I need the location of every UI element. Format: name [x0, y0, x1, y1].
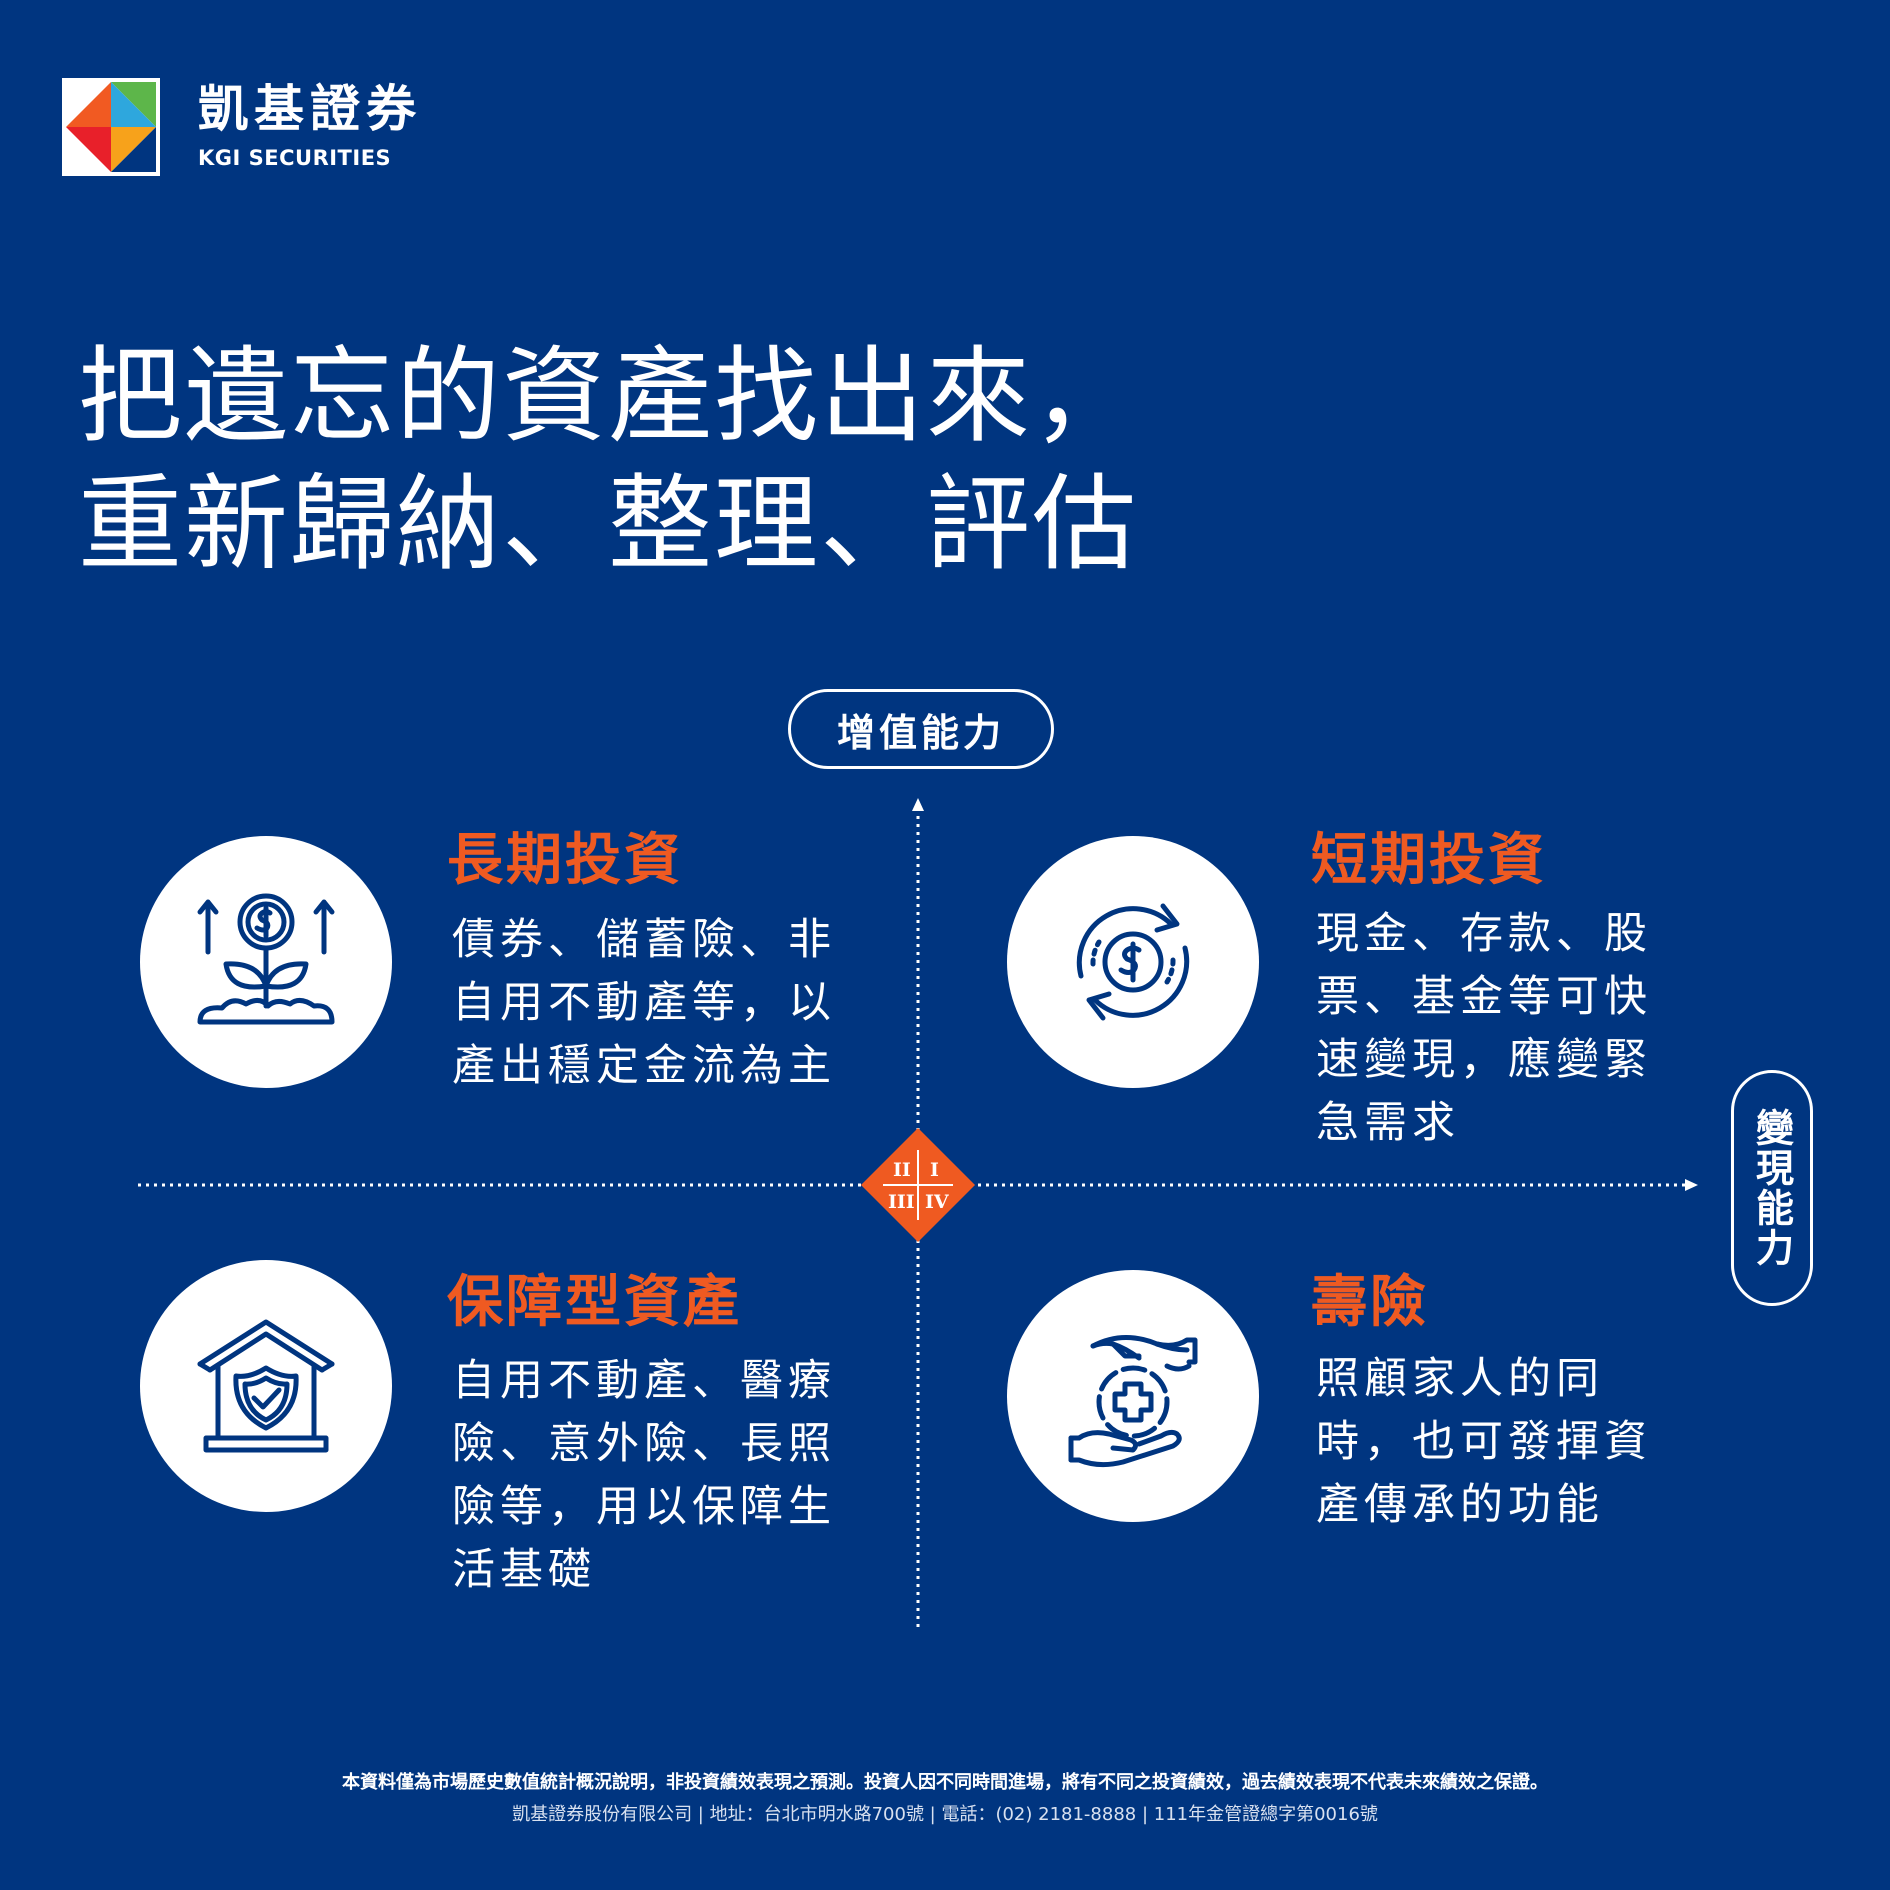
headline-line-1: 把遺忘的資產找出來，: [78, 335, 1139, 457]
quadrant-3-description: 自用不動產、醫療 險、意外險、長照 險等，用以保障生 活基礎: [452, 1356, 836, 1595]
quadrant-3-title: 保障型資產: [447, 1270, 742, 1335]
brand-name-cn: 凱基證券: [198, 80, 422, 138]
footer-disclaimer: 本資料僅為市場歷史數值統計概況說明，非投資績效表現之預測。投資人因不同時間進場，…: [342, 1772, 1548, 1793]
quadrant-2-icon-circle: [140, 836, 392, 1088]
brand-name-en: KGI SECURITIES: [198, 146, 392, 170]
brand-logo: 凱基證券 KGI SECURITIES: [62, 78, 422, 176]
quadrant-3-icon-circle: [140, 1260, 392, 1512]
quadrant-badge: II I III IV: [861, 1128, 975, 1242]
headline-line-2: 重新歸納、整理、評估: [78, 463, 1139, 585]
quadrant-1-icon-circle: [1007, 836, 1259, 1088]
kgi-logo-icon: [62, 78, 160, 176]
quadrant-2-title: 長期投資: [447, 828, 683, 893]
quadrant-4-icon-circle: [1007, 1270, 1259, 1522]
quadrant-1-description: 現金、存款、股 票、基金等可快 速變現，應變緊 急需求: [1316, 909, 1652, 1148]
diamond-shape: [861, 1128, 975, 1242]
vertical-axis-arrow: [912, 798, 924, 811]
money-cycle-icon: [1076, 903, 1190, 1021]
badge-q2: II: [893, 1159, 911, 1181]
headline: 把遺忘的資產找出來， 重新歸納、整理、評估: [78, 332, 1138, 588]
quadrant-2-description: 債券、儲蓄險、非 自用不動產等，以 產出穩定金流為主: [452, 915, 836, 1091]
house-shield-icon: [197, 1319, 335, 1453]
axis-label-appreciation: 增值能力: [788, 689, 1054, 769]
quadrant-4-title: 壽險: [1311, 1270, 1429, 1335]
quadrant-4-description: 照顧家人的同 時，也可發揮資 產傳承的功能: [1316, 1354, 1652, 1530]
money-plant-icon: [197, 893, 335, 1025]
hands-medical-icon: [1068, 1334, 1198, 1468]
quadrant-1-title: 短期投資: [1311, 828, 1547, 893]
footer-company-info: 凱基證券股份有限公司 | 地址：台北市明水路700號 | 電話：(02) 218…: [512, 1804, 1378, 1825]
badge-q3: III: [888, 1191, 915, 1213]
axis-label-liquidity: 變現能力: [1731, 1070, 1813, 1306]
horizontal-axis-arrow: [1685, 1179, 1698, 1191]
badge-q1: I: [930, 1159, 939, 1181]
badge-q4: IV: [925, 1191, 949, 1213]
